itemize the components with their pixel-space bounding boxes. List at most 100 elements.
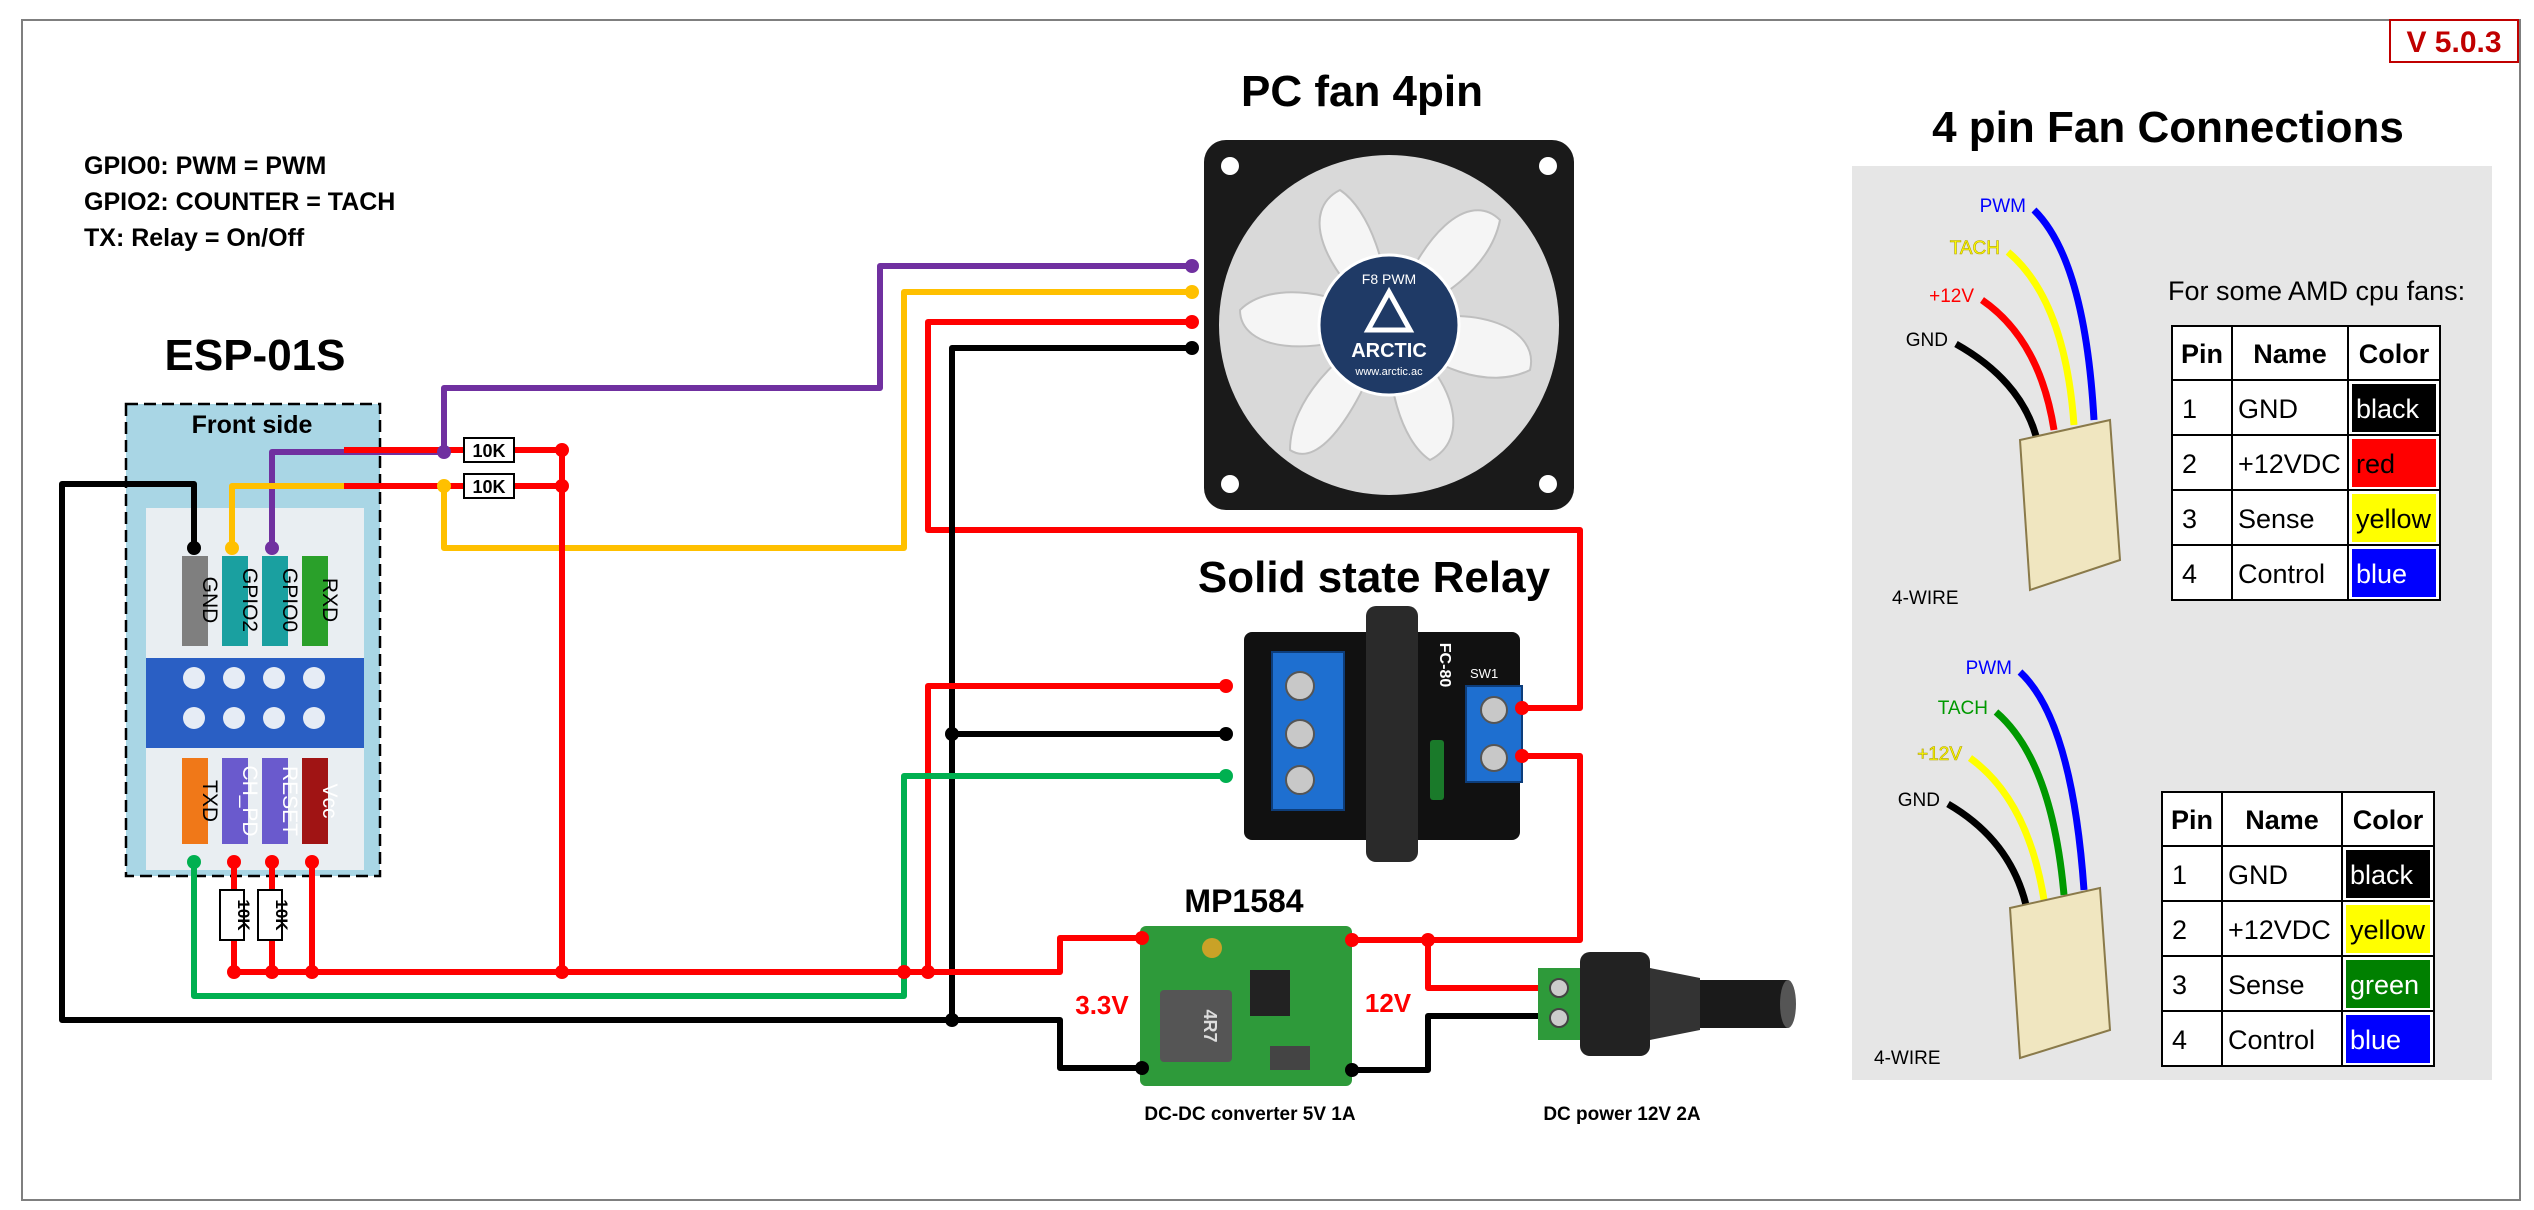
wire-relay-in — [925, 683, 1226, 972]
t2-r1-name: GND — [2228, 860, 2288, 890]
note-gpio0: GPIO0: PWM = PWM — [84, 152, 326, 180]
fan-hub-logo — [1363, 286, 1415, 333]
pin-chpd-box — [222, 758, 248, 844]
d2-wire-12v: +12V — [1917, 744, 1962, 765]
fan-hub-url: www.arctic.ac — [1354, 366, 1423, 378]
relay-output-screw-1 — [1480, 696, 1508, 724]
jack-screw-plus — [1549, 978, 1569, 998]
esp-front-label: Front side — [192, 411, 313, 439]
relay-board-code: FC-80 — [1436, 643, 1453, 688]
pin-gpio2-box — [222, 556, 248, 646]
fan-hub-brand: ARCTIC — [1351, 340, 1427, 362]
d1-red-wire — [1980, 297, 2058, 431]
t1-head-color: Color — [2359, 339, 2430, 369]
amd-note: For some AMD cpu fans: — [2168, 276, 2465, 306]
t2-r4-swatch — [2346, 1015, 2430, 1063]
d1-wire-pwm: PWM — [1980, 196, 2026, 217]
pin-chpd-label: CH_PD — [238, 765, 261, 836]
pin-reset-label: RESET — [278, 766, 301, 836]
esp01s-module: ESP-01S Front side GND GPIO2 GPIO0 RXD T… — [124, 331, 382, 878]
resistor-r4 — [257, 889, 283, 941]
relay-output-screw-2 — [1480, 744, 1508, 772]
t1-r3-name: Sense — [2238, 504, 2315, 534]
t1-r4-name: Control — [2238, 559, 2325, 589]
mp1584-converter: MP1584 4R7 3.3V 12V DC-DC converter 5V 1… — [1075, 883, 1412, 1125]
resistor-r1 — [463, 437, 515, 463]
relay-term-dot-4 — [1515, 701, 1529, 715]
d1-wire-tach: TACH — [1950, 238, 2000, 259]
relay-heatsink — [1366, 606, 1418, 862]
power-caption: DC power 12V 2A — [1543, 1104, 1701, 1125]
wire-12v-power — [1352, 937, 1538, 991]
solid-state-relay: Solid state Relay FC-80 SW1 — [1198, 553, 1551, 862]
t2-r4-pin: 4 — [2172, 1025, 2187, 1055]
fan-hole-tl — [1221, 157, 1239, 175]
converter-capacitor — [1270, 1046, 1310, 1070]
pin-reset-box — [262, 758, 288, 844]
t2-r1-color: black — [2350, 860, 2414, 890]
d2-connector — [2008, 886, 2112, 1060]
pin-vcc-label: Vcc — [318, 783, 341, 818]
version-box — [2389, 19, 2519, 63]
pin-gnd-box — [182, 556, 208, 646]
pin-gpio0-box — [262, 556, 288, 646]
converter-inductor — [1160, 990, 1232, 1062]
wire-fan-12v — [925, 319, 1583, 711]
wire-gnd-loop — [59, 481, 1142, 1071]
converter-pad-in-plus — [1135, 931, 1149, 945]
d2-blue-wire — [2017, 669, 2088, 891]
d2-green-wire — [1993, 709, 2068, 896]
pin-table-1: Pin Name Color 1 GND black 2 +12VDC red … — [2171, 325, 2441, 601]
wire-relay-ctrl — [191, 773, 1226, 999]
connections-title: 4 pin Fan Connections — [1932, 103, 2404, 152]
resistor-r2-label: 10K — [472, 477, 505, 497]
d1-blue-wire — [2031, 207, 2098, 421]
version-label: V 5.0.3 — [2406, 26, 2501, 59]
relay-led — [1430, 740, 1444, 800]
fan-connections-panel: 4 pin Fan Connections PWM TACH +12V GND … — [1852, 103, 2492, 1080]
d1-yellow-wire — [2005, 249, 2078, 426]
fan-hole-bl — [1221, 475, 1239, 493]
d2-caption: 4-WIRE — [1874, 1048, 1941, 1069]
t1-r4-color: blue — [2356, 559, 2407, 589]
jack-screw-minus — [1549, 1008, 1569, 1028]
jack-barrel — [1700, 980, 1788, 1028]
outer-frame — [21, 19, 2521, 1201]
t1-r4-swatch — [2352, 549, 2436, 597]
t1-head-name: Name — [2253, 339, 2327, 369]
converter-pad-out-minus — [1345, 1063, 1359, 1077]
resistor-r2 — [463, 473, 515, 499]
resistor-r1-label: 10K — [472, 441, 505, 461]
t1-head-pin: Pin — [2181, 339, 2223, 369]
relay-switch-label: SW1 — [1470, 666, 1498, 681]
pc-fan: PC fan 4pin F8 PWM ARCTIC www.arctic.ac — [1204, 67, 1574, 510]
t2-r2-pin: 2 — [2172, 915, 2187, 945]
d2-wire-gnd: GND — [1898, 790, 1940, 811]
converter-pad-out-plus — [1345, 933, 1359, 947]
esp-header-pins — [183, 667, 325, 729]
t1-r3-swatch — [2352, 494, 2436, 542]
relay-term-dot-5 — [1515, 749, 1529, 763]
t1-r3-pin: 3 — [2182, 504, 2197, 534]
relay-input-screw-3 — [1285, 765, 1315, 795]
d2-wire-tach: TACH — [1938, 698, 1988, 719]
relay-title: Solid state Relay — [1198, 553, 1551, 602]
jack-opening — [1780, 980, 1796, 1028]
fan-hub — [1317, 253, 1461, 397]
note-tx: TX: Relay = On/Off — [84, 224, 305, 252]
wire-3v3-bus — [231, 862, 1142, 975]
converter-right-voltage: 12V — [1365, 988, 1412, 1018]
t2-r4-color: blue — [2350, 1025, 2401, 1055]
t2-r2-name: +12VDC — [2228, 915, 2331, 945]
d2-black-wire — [1946, 800, 2030, 906]
esp-header-block — [146, 658, 364, 748]
t2-head-name: Name — [2245, 805, 2319, 835]
esp-title: ESP-01S — [165, 331, 346, 380]
wire-relay-out — [1428, 753, 1583, 943]
pin-txd-label: TXD — [198, 780, 221, 822]
relay-input-screw-1 — [1285, 671, 1315, 701]
pin-table-2: Pin Name Color 1 GND black 2 +12VDC yell… — [2161, 791, 2435, 1067]
d1-black-wire — [1954, 340, 2040, 437]
t2-head-color: Color — [2353, 805, 2424, 835]
